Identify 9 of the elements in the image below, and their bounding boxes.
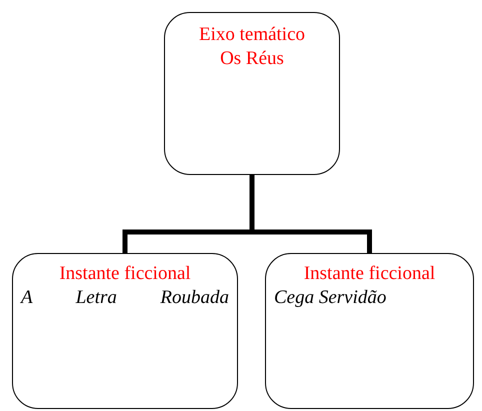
heading-text: Instante ficcional xyxy=(302,262,436,286)
rounded-box xyxy=(265,253,474,409)
rounded-box xyxy=(164,12,340,175)
heading-text: Eixo temático xyxy=(198,23,306,47)
rounded-box xyxy=(12,253,238,409)
title-text: Cega Servidão xyxy=(274,286,388,310)
title-text: A Letra Roubada xyxy=(21,286,229,310)
heading-text: Os Réus xyxy=(219,47,285,71)
heading-text: Instante ficcional xyxy=(58,262,192,286)
